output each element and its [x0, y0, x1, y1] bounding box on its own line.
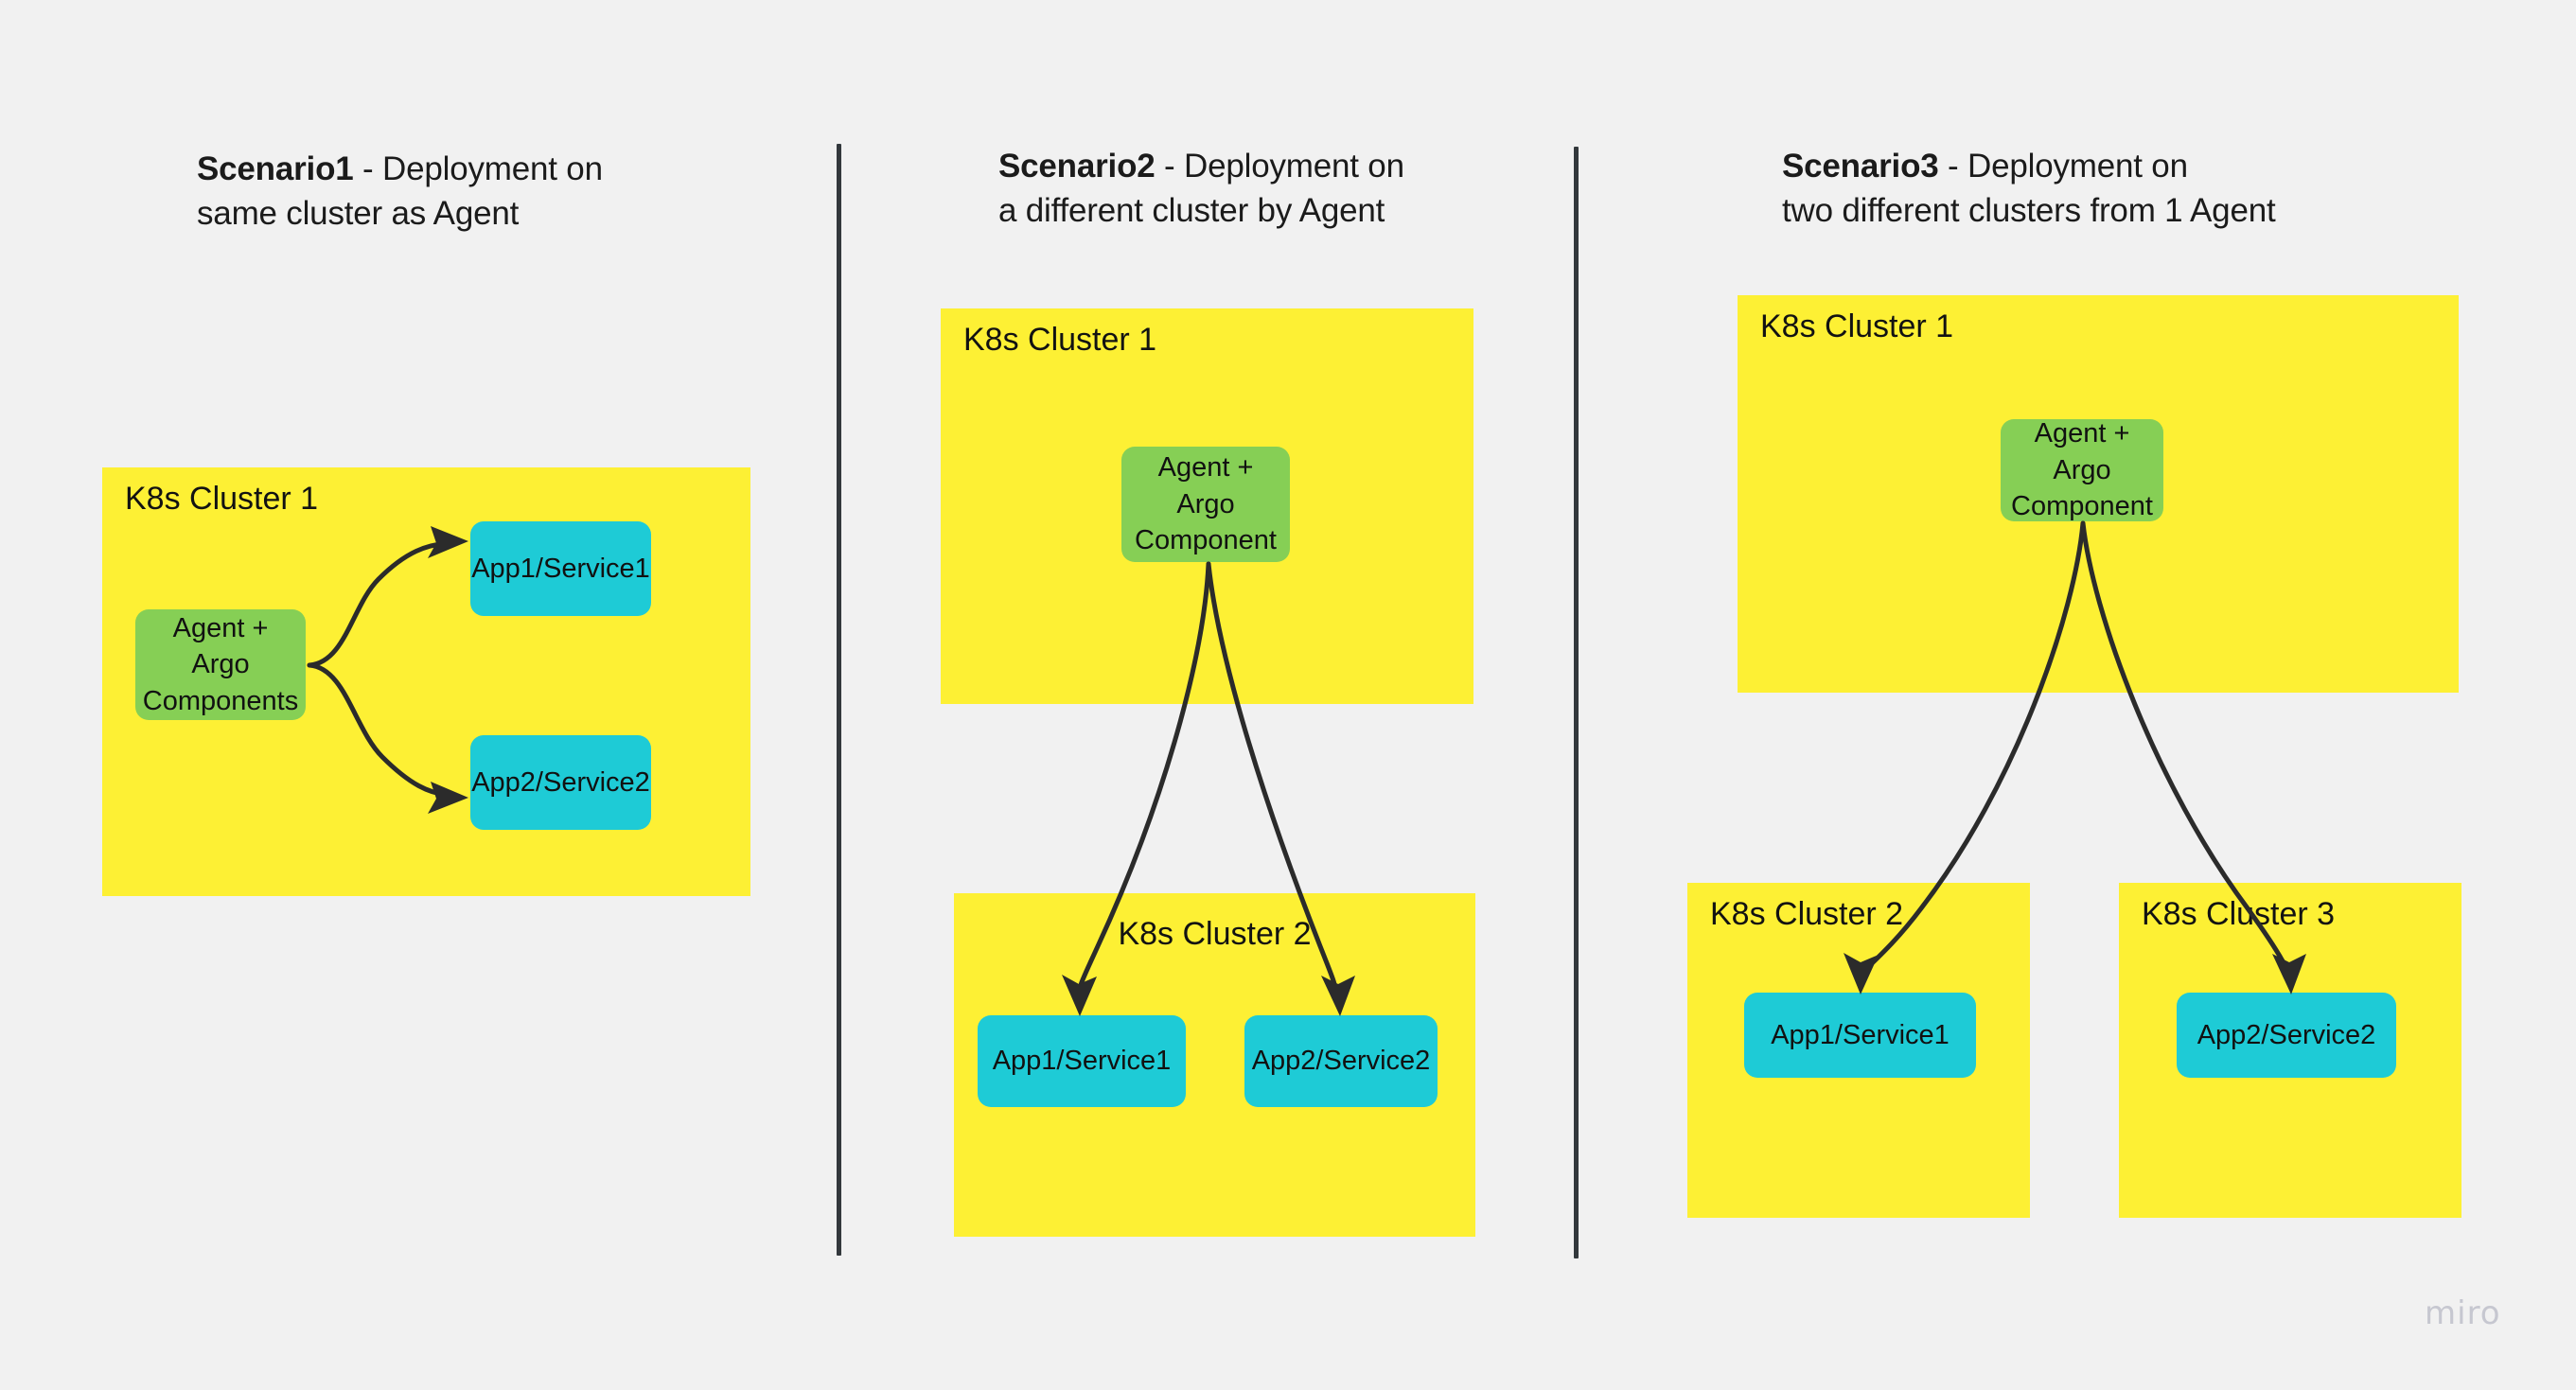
scenario-3-title-line2: two different clusters from 1 Agent [1782, 192, 2276, 230]
scenario-1-title: Scenario1 - Deployment on same cluster as… [197, 147, 784, 237]
scenario-3-title-rest: - Deployment on [1938, 148, 2188, 185]
miro-watermark: miro [2425, 1294, 2501, 1332]
scenario-divider-1 [837, 144, 841, 1256]
scenario-3-cluster-1-label: K8s Cluster 1 [1760, 308, 1954, 344]
scenario-2-title-line2: a different cluster by Agent [998, 192, 1385, 230]
scenario-divider-2 [1574, 147, 1579, 1258]
scenario-2-agent-node[interactable]: Agent + Argo Component [1121, 447, 1290, 562]
scenario-1-agent-node[interactable]: Agent + Argo Components [135, 609, 306, 720]
scenario-1-cluster-1-label: K8s Cluster 1 [125, 481, 319, 517]
scenario-2-title-strong: Scenario2 [998, 148, 1156, 185]
scenario-1-title-rest: - Deployment on [353, 150, 603, 187]
scenario-3-app1-node[interactable]: App1/Service1 [1744, 993, 1976, 1078]
scenario-2-cluster-1-label: K8s Cluster 1 [963, 322, 1157, 358]
scenario-2-title: Scenario2 - Deployment on a different clu… [998, 144, 1585, 234]
scenario-1-app2-node[interactable]: App2/Service2 [470, 735, 651, 830]
scenario-3-agent-node[interactable]: Agent + Argo Component [2001, 418, 2163, 521]
scenario-2-app2-node[interactable]: App2/Service2 [1244, 1015, 1438, 1107]
scenario-2-cluster-2-label: K8s Cluster 2 [1118, 916, 1312, 952]
scenario-1-title-line2: same cluster as Agent [197, 195, 520, 233]
scenario-2-title-rest: - Deployment on [1155, 148, 1404, 185]
scenario-2-app1-node[interactable]: App1/Service1 [978, 1015, 1186, 1107]
scenario-3-title: Scenario3 - Deployment on two different c… [1782, 144, 2444, 234]
scenario-1-app1-node[interactable]: App1/Service1 [470, 521, 651, 616]
scenario-3-cluster-2-label: K8s Cluster 2 [1710, 896, 1904, 932]
scenario-3-title-strong: Scenario3 [1782, 148, 1939, 185]
scenario-3-app2-node[interactable]: App2/Service2 [2177, 993, 2396, 1078]
scenario-1-title-strong: Scenario1 [197, 150, 354, 187]
scenario-3-cluster-3-label: K8s Cluster 3 [2142, 896, 2336, 932]
